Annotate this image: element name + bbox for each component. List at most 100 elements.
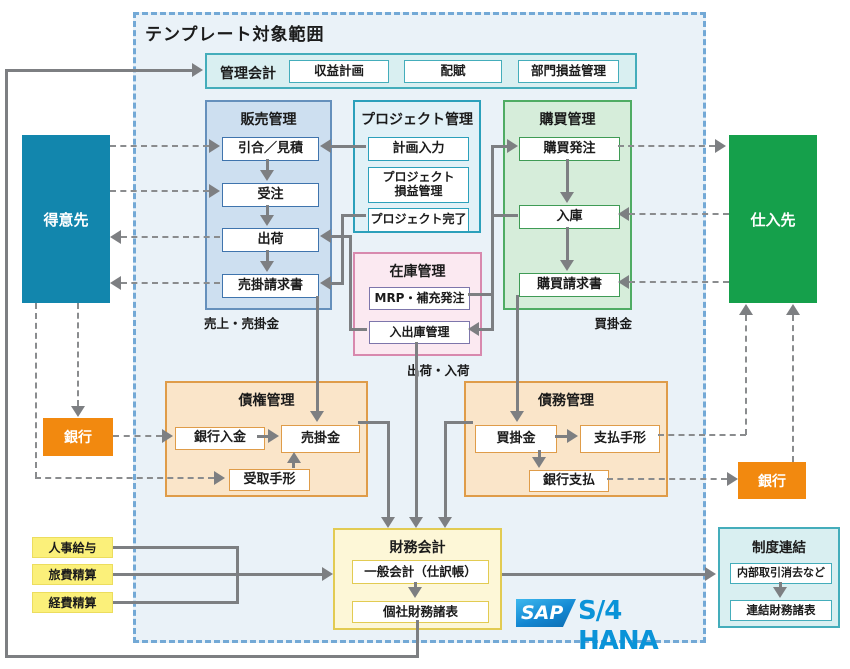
arrowhead <box>408 587 422 598</box>
group-financial-accounting: 財務会計 一般会計（仕訳帳） 個社財務諸表 <box>333 528 502 630</box>
diagram-node-project-close: プロジェクト完了 <box>368 208 469 232</box>
diagram-node-accounts-receivable: 売掛金 <box>281 425 360 453</box>
arrowhead <box>727 472 738 486</box>
connector <box>491 214 518 217</box>
diagram-node-notes-payable: 支払手形 <box>580 425 660 453</box>
connector <box>566 159 569 193</box>
connector <box>5 69 192 72</box>
arrowhead <box>560 192 574 203</box>
arrowhead <box>287 452 301 463</box>
connector <box>349 328 367 331</box>
diagram-node-sales-order: 受注 <box>222 183 319 207</box>
arrowhead <box>260 261 274 272</box>
arrowhead <box>320 139 331 153</box>
arrowhead <box>320 229 331 243</box>
caption-purchasing: 買掛金 <box>594 316 632 331</box>
dashed-connector <box>121 282 220 284</box>
connector <box>331 235 349 238</box>
connector <box>494 145 507 148</box>
entity-expense: 経費精算 <box>32 592 113 613</box>
group-title: 在庫管理 <box>389 264 446 280</box>
arrowhead <box>438 517 452 528</box>
arrowhead <box>381 517 395 528</box>
diagram-node-intercompany-elimination: 内部取引消去など <box>730 563 832 584</box>
diagram-node-inquiry-quote: 引合／見積 <box>222 137 319 161</box>
dashed-connector <box>745 315 747 435</box>
arrowhead <box>715 139 726 153</box>
connector <box>415 342 418 517</box>
entity-travel-expense: 旅費精算 <box>32 564 113 585</box>
dashed-connector <box>35 477 214 479</box>
arrowhead <box>510 411 524 422</box>
arrowhead <box>310 411 324 422</box>
group-title: 財務会計 <box>389 540 446 556</box>
connector <box>387 421 390 517</box>
dashed-connector <box>618 145 715 147</box>
connector <box>779 582 782 588</box>
connector <box>555 435 567 438</box>
diagram-node-plan-entry: 計画入力 <box>368 137 469 161</box>
page-title: テンプレート対象範囲 <box>145 25 325 45</box>
arrowhead <box>773 587 787 598</box>
diagram-node-bank-payment: 銀行支払 <box>529 470 609 492</box>
diagram-node-revenue-plan: 収益計画 <box>289 60 389 83</box>
arrowhead <box>618 207 629 221</box>
dashed-connector <box>113 435 162 437</box>
connector <box>257 435 269 438</box>
dashed-connector <box>110 190 209 192</box>
connector <box>316 296 319 411</box>
entity-hr-payroll: 人事給与 <box>32 537 113 558</box>
connector <box>566 227 569 261</box>
sap-product-name: S/4 HANA <box>578 596 659 656</box>
entity-customer: 得意先 <box>22 135 110 303</box>
connector <box>341 214 366 217</box>
arrowhead <box>786 304 800 315</box>
dashed-connector <box>629 213 729 215</box>
arrowhead <box>739 304 753 315</box>
arrowhead <box>320 276 331 290</box>
entity-bank-left: 銀行 <box>43 418 113 456</box>
dashed-connector <box>607 478 727 480</box>
group-purchasing: 購買管理 購買発注 入庫 購買請求書 <box>503 100 632 310</box>
connector <box>414 582 417 588</box>
caption-inventory: 出荷・入荷 <box>407 363 470 378</box>
diagram-node-accounts-payable: 買掛金 <box>475 425 557 453</box>
sap-logo-mark: SAP <box>516 599 576 627</box>
connector <box>444 421 447 517</box>
connector <box>341 214 344 285</box>
group-title: 販売管理 <box>240 112 297 128</box>
arrowhead <box>567 429 578 443</box>
connector <box>538 450 541 458</box>
arrowhead <box>560 260 574 271</box>
arrowhead <box>162 429 173 443</box>
diagram-node-shipping: 出荷 <box>222 228 319 252</box>
arrowhead <box>209 184 220 198</box>
dashed-connector <box>792 315 794 462</box>
group-title: 債権管理 <box>238 393 295 409</box>
connector <box>236 546 239 604</box>
arrowhead <box>110 276 121 290</box>
arrowhead <box>532 457 546 468</box>
dashed-connector <box>629 281 729 283</box>
connector <box>113 573 322 576</box>
arrowhead <box>192 63 203 77</box>
connector <box>331 282 343 285</box>
connector <box>292 461 295 468</box>
connector <box>113 601 239 604</box>
caption-sales: 売上・売掛金 <box>204 316 280 331</box>
diagram-node-general-ledger: 一般会計（仕訳帳） <box>352 560 489 584</box>
connector <box>491 145 494 331</box>
diagram-node-allocation: 配賦 <box>404 60 502 83</box>
diagram-node-project-pl: プロジェクト 損益管理 <box>368 167 469 203</box>
dashed-connector <box>658 434 746 436</box>
group-title: 購買管理 <box>539 112 596 128</box>
group-consolidation: 制度連結 内部取引消去など 連結財務諸表 <box>718 527 840 628</box>
arrowhead <box>322 567 333 581</box>
arrowhead <box>110 230 121 244</box>
connector <box>516 295 519 411</box>
group-title: プロジェクト管理 <box>361 112 473 128</box>
connector <box>5 69 8 658</box>
diagram-node-company-statements: 個社財務諸表 <box>352 601 489 623</box>
diagram-node-bank-receipt: 銀行入金 <box>175 427 265 450</box>
